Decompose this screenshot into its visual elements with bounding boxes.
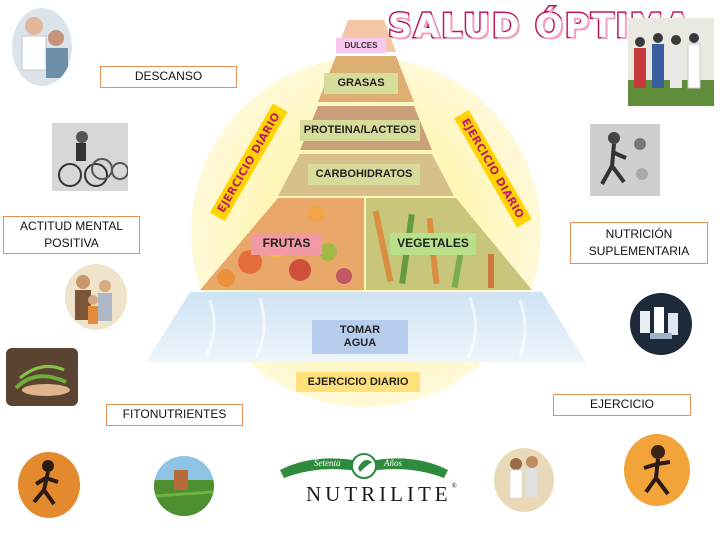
label-ejercicio-base: EJERCICIO DIARIO [296,372,420,392]
photo-fitness [624,434,690,506]
photo-family [65,264,127,330]
label-grasas: GRASAS [324,73,398,94]
photo-group [628,18,714,106]
photo-runner [18,452,80,518]
brand-logo: NUTRILITE® [306,482,457,507]
brand-name: NUTRILITE [306,482,452,506]
registered-mark: ® [451,482,457,490]
fruit-texture [217,206,352,287]
ribbon-left-text: Setenta [314,458,341,468]
photo-field [154,456,214,516]
photo-basketball [590,124,660,196]
box-nutricion: NUTRICIÓN SUPLEMENTARIA [570,222,708,264]
box-actitud: ACTITUD MENTAL POSITIVA [3,216,140,254]
label-frutas: FRUTAS [251,233,322,255]
label-dulces: DULCES [336,38,386,53]
nutrilite-ribbon [280,453,448,479]
photo-walkers [494,448,554,512]
water-texture [204,297,527,359]
photo-cyclists [52,123,128,191]
label-carbohidratos: CARBOHIDRATOS [308,164,420,185]
label-vegetales: VEGETALES [390,233,476,255]
photo-doctor [12,8,72,86]
box-descanso: DESCANSO [100,66,237,88]
photo-supplements [630,293,692,355]
box-fitonutrientes: FITONUTRIENTES [106,404,243,426]
label-proteina: PROTEINA/LACTEOS [300,120,420,141]
photo-herbs [6,348,78,406]
ribbon-right-text: Años [384,458,402,468]
box-ejercicio: EJERCICIO [553,394,691,416]
label-agua: TOMAR AGUA [312,320,408,354]
